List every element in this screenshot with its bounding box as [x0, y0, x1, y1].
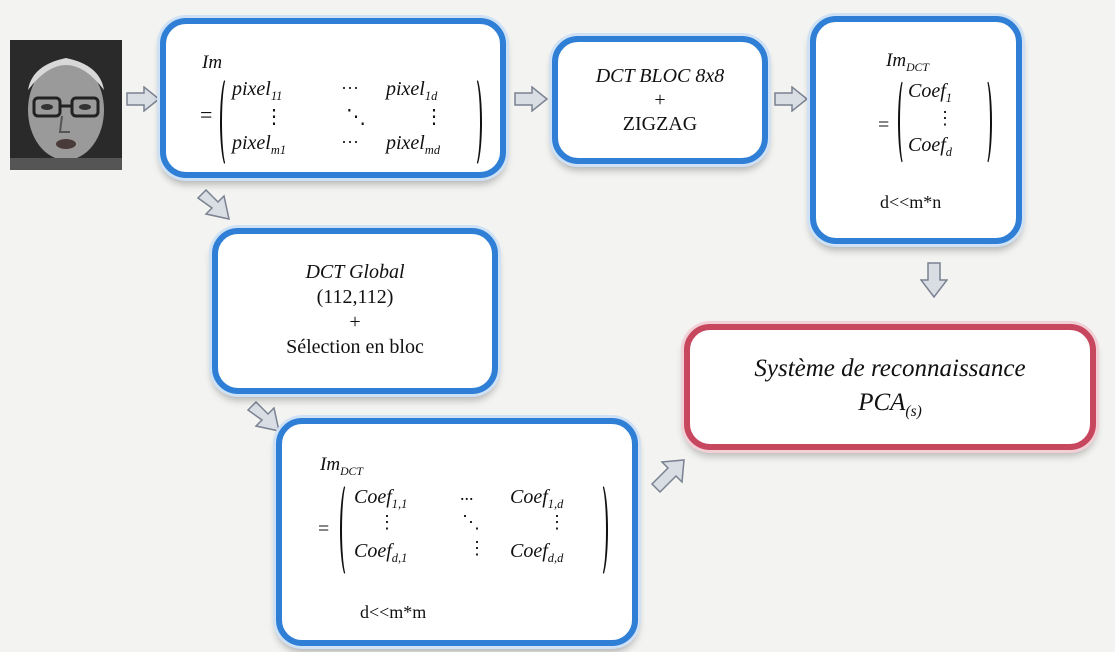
matrix-vdots-right: ⋮	[424, 106, 444, 128]
result-constraint: d<<m*m	[360, 602, 427, 622]
result-matrix-left-paren	[340, 482, 354, 578]
system-title: Système de reconnaissance	[754, 355, 1026, 382]
matrix-right-paren	[468, 76, 482, 168]
result-coef-d1: Coefd,1	[354, 540, 408, 565]
vector-label: ImDCT	[886, 50, 929, 74]
matrix-ddots: ⋱	[346, 106, 366, 128]
dct-matrix-result-box: ImDCT = Coef1,1 ... Coef1,d ⋮ ⋱ ⋮ Coefd,…	[276, 418, 638, 646]
vector-vdots: ⋮	[936, 108, 954, 128]
result-matrix-equals: =	[318, 518, 330, 540]
vector-coef-d: Coefd	[908, 134, 952, 159]
result-vdots-left: ⋮	[378, 512, 396, 532]
dct-bloc-box: DCT BLOC 8x8 + ZIGZAG	[552, 36, 768, 164]
dct-bloc-zigzag: ZIGZAG	[622, 113, 698, 135]
result-coef-1d: Coef1,d	[510, 486, 564, 511]
result-vdots-mid: ⋮	[468, 538, 486, 558]
matrix-vdots-left: ⋮	[264, 106, 284, 128]
vector-equals: =	[878, 114, 890, 136]
vector-constraint: d<<m*n	[880, 192, 942, 212]
result-vdots-right: ⋮	[548, 512, 566, 532]
dct-global-selection: Sélection en bloc	[286, 336, 424, 358]
vector-left-paren	[898, 78, 910, 166]
dct-global-plus: +	[349, 311, 361, 333]
result-coef-dd: Coefd,d	[510, 540, 564, 565]
matrix-label: Im	[202, 52, 223, 73]
arrow-result2-to-system	[650, 459, 685, 494]
dct-bloc-title: DCT BLOC 8x8	[595, 65, 725, 87]
vector-coef-1: Coef1	[908, 80, 952, 105]
matrix-cell-1d: pixel1d	[386, 78, 438, 103]
arrow-matrix-to-dct-global	[196, 188, 230, 220]
matrix-hdots-top: ···	[341, 78, 359, 98]
arrow-result-to-system	[920, 262, 948, 298]
matrix-cell-md: pixelmd	[386, 132, 441, 157]
dct-global-title: DCT Global	[305, 261, 405, 283]
arrow-dct-global-to-result2	[246, 400, 280, 432]
system-pca: PCA(s)	[858, 389, 922, 420]
dct-vector-result-box: ImDCT = Coef1 ⋮ Coefd d<<m*n	[810, 16, 1022, 244]
result-hdots: ...	[460, 484, 474, 504]
matrix-left-paren	[220, 76, 234, 168]
result-coef-11: Coef1,1	[354, 486, 408, 511]
result-ddots: ⋱	[462, 512, 480, 532]
pixel-matrix-box: Im = pixel11 ··· pixel1d ⋮ ⋱ ⋮ pixelm1 ·…	[160, 18, 506, 178]
matrix-hdots-bottom: ···	[341, 132, 359, 152]
dct-global-size: (112,112)	[316, 286, 394, 308]
arrow-photo-to-matrix	[126, 86, 160, 112]
matrix-equals: =	[200, 102, 213, 127]
arrow-dct-bloc-to-result	[774, 86, 808, 112]
dct-bloc-plus: +	[654, 89, 666, 111]
dct-global-box: DCT Global (112,112) + Sélection en bloc	[212, 228, 498, 394]
vector-right-paren	[980, 78, 992, 166]
matrix-cell-m1: pixelm1	[232, 132, 287, 157]
result-matrix-label: ImDCT	[320, 454, 363, 478]
arrow-matrix-to-dct-bloc	[514, 86, 548, 112]
result-matrix-right-paren	[594, 482, 608, 578]
matrix-cell-11: pixel11	[232, 78, 283, 103]
recognition-system-box: Système de reconnaissance PCA(s)	[684, 324, 1096, 450]
face-photo	[10, 40, 122, 170]
